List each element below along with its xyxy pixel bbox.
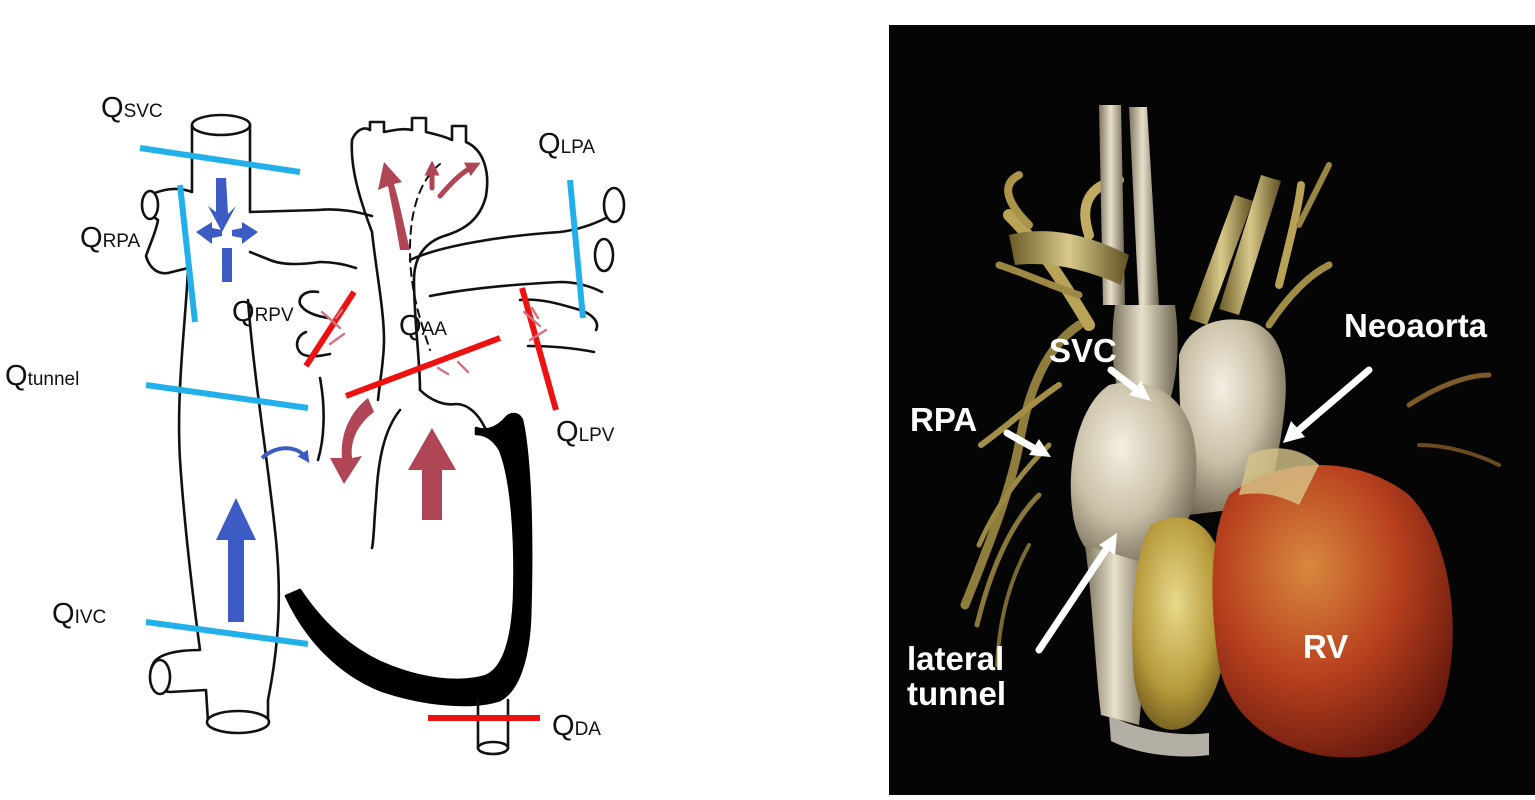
hepatic-vein-opening xyxy=(148,658,172,696)
q-lpa-label: QLPA xyxy=(538,128,596,160)
ct-neoaorta-label: Neoaorta xyxy=(1344,307,1488,344)
lpa-vessel-opening xyxy=(602,186,626,224)
ct-lateral-tunnel-label: lateral tunnel xyxy=(907,640,1006,712)
ct-rv-label: RV xyxy=(1303,628,1349,665)
ivc-to-pa-flow-arrow xyxy=(222,248,232,282)
descending-aorta-opening xyxy=(476,740,510,756)
atrial-flow-arrow xyxy=(330,398,374,484)
lpa-lower-opening xyxy=(593,237,615,273)
rpv-measurement-plane xyxy=(303,290,357,368)
aortic-arch-flow-arrow xyxy=(378,162,410,250)
ct-heart-render xyxy=(960,105,1501,758)
ct-annotation-arrows xyxy=(1003,366,1373,654)
ivc-vessel-opening xyxy=(205,709,271,735)
lpa-measurement-plane xyxy=(567,179,586,319)
descending-aorta xyxy=(476,698,510,750)
aa-small-flow-arrows xyxy=(436,360,470,376)
right-pulmonary-veins xyxy=(295,290,332,358)
ct-ventricle-base xyxy=(1239,448,1319,505)
ct-rpa-label: RPA xyxy=(910,401,978,438)
q-rpa-label: QRPA xyxy=(80,222,141,254)
svc-vessel-opening xyxy=(190,113,252,137)
ct-lateral-tunnel-line2: tunnel xyxy=(907,674,1006,712)
head-neck-vessels xyxy=(1009,105,1281,325)
pulmonary-artery-confluence xyxy=(316,208,608,298)
aa-measurement-plane xyxy=(344,335,502,399)
rpv-small-flow-arrows xyxy=(320,308,346,346)
atria-outline xyxy=(316,376,492,550)
ct-volume-render-panel: SVC Neoaorta RPA lateral tunnel RV xyxy=(889,25,1535,795)
neoaorta-arch xyxy=(350,116,489,392)
aortic-arch-dashed-centerline xyxy=(409,163,441,351)
ct-lateral-tunnel-line1: lateral xyxy=(907,640,1005,677)
rpa-outflow-arrow-left xyxy=(196,222,222,244)
neoaorta-inner-wall xyxy=(370,230,386,402)
svc-flow-arrow xyxy=(208,178,236,232)
ct-svc xyxy=(1112,305,1178,397)
pulmonary-vessel-branches xyxy=(960,162,1501,667)
ct-heart-base xyxy=(1109,715,1209,757)
rpa-outflow-arrow-right xyxy=(232,222,258,244)
ct-svc-label: SVC xyxy=(1049,332,1117,369)
q-tunnel-label: Qtunnel xyxy=(5,360,80,392)
rpa-measurement-plane xyxy=(177,184,198,323)
ct-atrial-appendage xyxy=(1132,517,1229,730)
fenestration-flow-arrow xyxy=(260,446,310,463)
q-da-label: QDA xyxy=(552,710,601,742)
ventricle-outflow-arrow xyxy=(408,428,456,520)
ct-right-ventricle xyxy=(1212,465,1453,758)
lpv-measurement-plane xyxy=(519,287,559,411)
ivc-flow-arrow xyxy=(216,498,256,622)
tunnel-measurement-plane xyxy=(145,382,309,411)
q-ivc-label: QIVC xyxy=(52,598,107,630)
lpv-small-flow-arrows xyxy=(522,306,548,342)
rpa-vessel-opening xyxy=(140,189,160,221)
svc-measurement-plane xyxy=(139,145,301,175)
q-svc-label: QSVC xyxy=(101,92,163,124)
arch-branch-arrow-right xyxy=(437,162,481,199)
single-right-ventricle xyxy=(284,412,533,707)
q-aa-label: QAA xyxy=(399,310,447,342)
svc-tunnel-ivc-vessel xyxy=(144,123,322,726)
q-rpv-label: QRPV xyxy=(232,296,294,328)
fontan-schematic-diagram xyxy=(139,113,626,756)
q-lpv-label: QLPV xyxy=(556,416,615,448)
ivc-measurement-plane xyxy=(145,619,309,647)
